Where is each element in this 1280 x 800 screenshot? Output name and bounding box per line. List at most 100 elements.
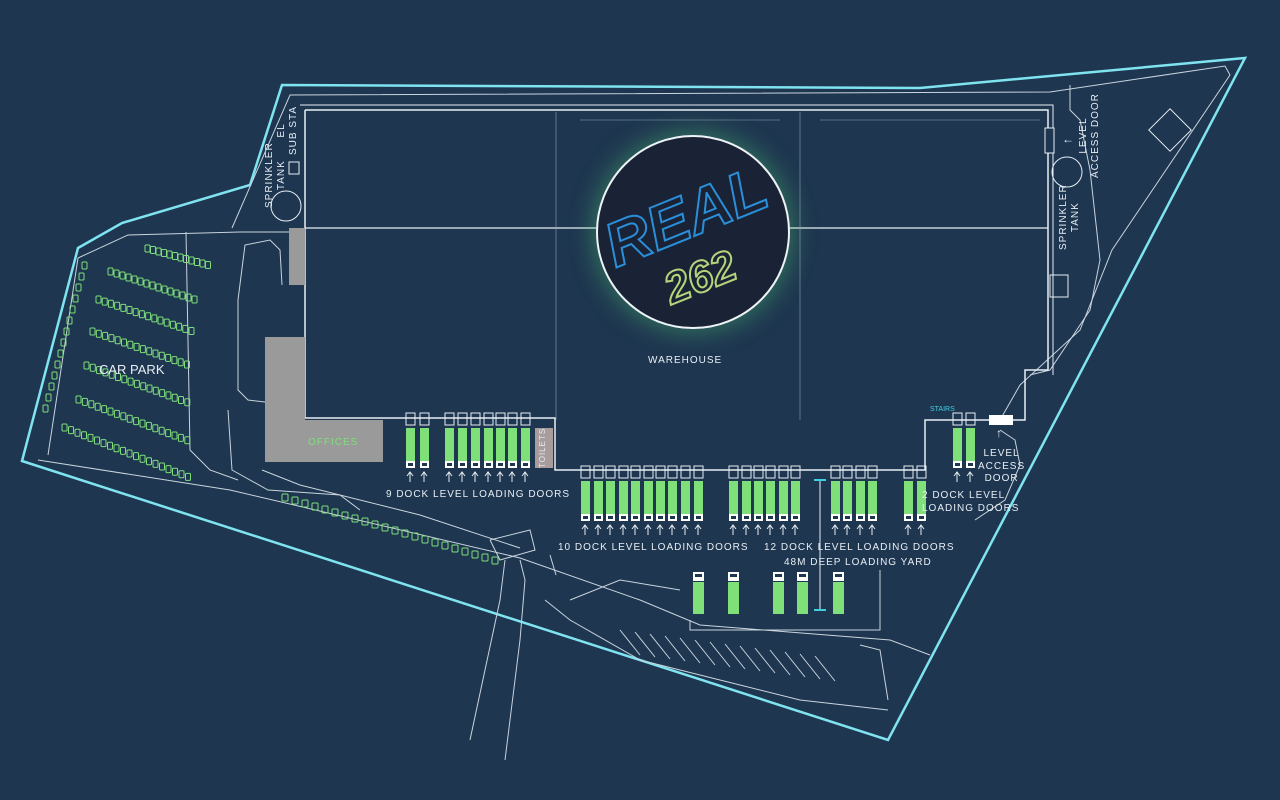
dock-cab-window <box>781 516 786 519</box>
car-bay <box>161 249 167 257</box>
dock-cab-window <box>498 463 503 466</box>
car-bay <box>361 517 369 526</box>
car-bay <box>144 244 151 253</box>
car-bay <box>152 349 159 358</box>
dock-12-label: 12 DOCK LEVEL LOADING DOORS <box>764 542 955 553</box>
car-bay <box>371 520 379 529</box>
dock-cab-window <box>955 463 960 466</box>
car-bay <box>172 467 178 476</box>
car-bay <box>178 470 185 479</box>
dock-door <box>520 412 531 426</box>
yard-cab-window <box>835 574 842 577</box>
dock-cab-window <box>744 516 749 519</box>
car-bay <box>184 360 190 369</box>
car-bay <box>184 398 191 407</box>
car-bay <box>169 320 176 329</box>
car-bay <box>143 279 150 288</box>
arrow-up-head <box>508 471 516 477</box>
dock-door <box>855 465 866 479</box>
loading-dock <box>693 465 704 535</box>
dock-trailer <box>619 481 628 514</box>
car-bay <box>149 281 156 290</box>
car-bay <box>107 441 113 450</box>
car-bay <box>88 400 95 409</box>
car-bay <box>441 541 449 550</box>
dock-door <box>693 465 704 479</box>
car-bay <box>75 395 82 404</box>
dock-door <box>419 412 430 426</box>
car-bay <box>133 417 140 426</box>
loading-dock <box>680 465 691 535</box>
dock-trailer <box>656 481 665 514</box>
loading-dock <box>952 412 963 482</box>
car-bay <box>126 306 133 314</box>
dock-cab-window <box>833 516 838 519</box>
road-outlines <box>37 65 1231 761</box>
car-bay <box>89 363 96 372</box>
car-bay <box>63 327 70 336</box>
dock-trailer <box>681 481 690 514</box>
yard-trailer-body <box>797 582 808 614</box>
car-bay <box>173 289 180 298</box>
dock-door <box>457 412 468 426</box>
dock-trailer <box>406 428 415 461</box>
car-bay <box>182 324 189 333</box>
car-bay <box>137 277 144 286</box>
dock-door <box>655 465 666 479</box>
car-bay <box>291 496 299 505</box>
car-bay <box>163 318 170 327</box>
sub-station-box <box>288 161 300 175</box>
dock-trailer <box>766 481 775 514</box>
car-bay <box>199 259 206 268</box>
arrow-up-head <box>729 524 737 530</box>
car-bay <box>191 295 198 304</box>
dock-cab-window <box>658 516 663 519</box>
yard-trailer-body <box>773 582 784 614</box>
car-bay <box>157 316 164 325</box>
dock-trailer <box>966 428 975 461</box>
warehouse-label: WAREHOUSE <box>648 355 723 366</box>
car-bay <box>95 295 102 304</box>
dock-door <box>483 412 494 426</box>
dock-cab-window <box>968 463 973 466</box>
arrow-up-head <box>471 471 479 477</box>
dock-trailer <box>831 481 840 514</box>
car-bay <box>75 283 82 292</box>
car-bay <box>471 550 479 559</box>
dock-door <box>667 465 678 479</box>
loading-dock <box>419 412 430 482</box>
arrow-up-head <box>953 471 961 477</box>
car-bay <box>171 431 178 440</box>
car-bay <box>177 358 184 367</box>
yard-trailer-body <box>833 582 844 614</box>
dock-trailer <box>843 481 852 514</box>
arrow-up-head <box>779 524 787 530</box>
car-bay <box>341 511 349 520</box>
car-bay <box>177 253 184 262</box>
car-bay <box>351 514 359 523</box>
car-bay <box>167 287 174 296</box>
dock-cab-window <box>633 516 638 519</box>
car-bay <box>119 271 126 280</box>
dock-trailer <box>754 481 763 514</box>
dock-door <box>605 465 616 479</box>
arrow-up-head <box>766 524 774 530</box>
car-bay <box>121 375 128 384</box>
arrow-up-head <box>843 524 851 530</box>
level-access-door-top-label: LEVEL ACCESS DOOR <box>1078 93 1101 178</box>
diamond-structure <box>1148 108 1192 152</box>
right-door-box <box>1044 127 1055 154</box>
car-bay <box>107 407 114 416</box>
car-bay <box>165 429 172 438</box>
dock-door <box>952 412 963 426</box>
arrow-up-head <box>644 524 652 530</box>
car-bay <box>158 426 165 435</box>
dock-cab-window <box>670 516 675 519</box>
arrow-left-icon: ← <box>1062 132 1075 146</box>
car-bay <box>101 297 108 306</box>
loading-dock <box>643 465 654 535</box>
arrow-up-head <box>594 524 602 530</box>
arrow-up-head <box>606 524 614 530</box>
arrow-up-head <box>619 524 627 530</box>
car-bay <box>381 523 389 532</box>
